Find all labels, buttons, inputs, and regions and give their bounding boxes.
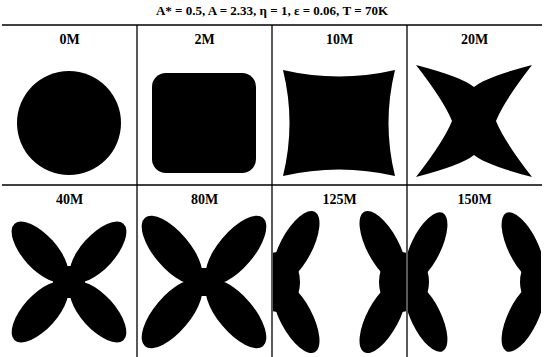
panel-label: 80M xyxy=(137,192,272,207)
panel-label: 125M xyxy=(272,192,407,207)
grid-line xyxy=(271,25,272,357)
grid-lines xyxy=(2,25,542,357)
crystal-shape xyxy=(17,71,121,175)
crystal-shape xyxy=(131,206,213,293)
crystal-shape xyxy=(60,272,136,351)
crystal-shape xyxy=(152,73,256,173)
crystal-shape xyxy=(283,70,395,176)
crystal-shape xyxy=(493,276,541,356)
crystal-shape xyxy=(2,212,78,291)
crystal-shape xyxy=(195,206,277,293)
panel-label: 20M xyxy=(407,32,542,47)
crystal-shape xyxy=(2,212,136,351)
crystal-shape xyxy=(408,206,541,356)
panel-label: 40M xyxy=(2,192,137,207)
crystal-shape xyxy=(131,270,213,357)
crystal-shape xyxy=(416,65,532,177)
crystal-shape xyxy=(493,206,541,287)
panel-label: 2M xyxy=(137,32,272,47)
crystal-shape xyxy=(2,272,78,351)
crystal-shape xyxy=(273,204,329,290)
crystal-shape xyxy=(283,70,395,176)
crystal-shape xyxy=(17,71,121,175)
crystal-shape xyxy=(131,206,277,357)
crystal-shape xyxy=(350,204,406,290)
grid-line xyxy=(136,25,137,357)
panel-label: 150M xyxy=(407,192,542,207)
crystal-shape xyxy=(408,276,456,356)
crystal-shape xyxy=(195,270,277,357)
crystal-shape xyxy=(273,204,406,356)
panel-label: 0M xyxy=(2,32,137,47)
crystal-shape xyxy=(416,65,532,177)
panel-label: 10M xyxy=(272,32,407,47)
crystal-shape xyxy=(60,212,136,291)
crystal-shape xyxy=(152,73,256,173)
grid-line xyxy=(406,25,407,357)
crystal-shape xyxy=(273,274,329,356)
figure-title: A* = 0.5, A = 2.33, η = 1, ε = 0.06, T =… xyxy=(0,4,544,18)
crystal-shape xyxy=(350,274,406,356)
crystal-shape xyxy=(408,206,456,287)
